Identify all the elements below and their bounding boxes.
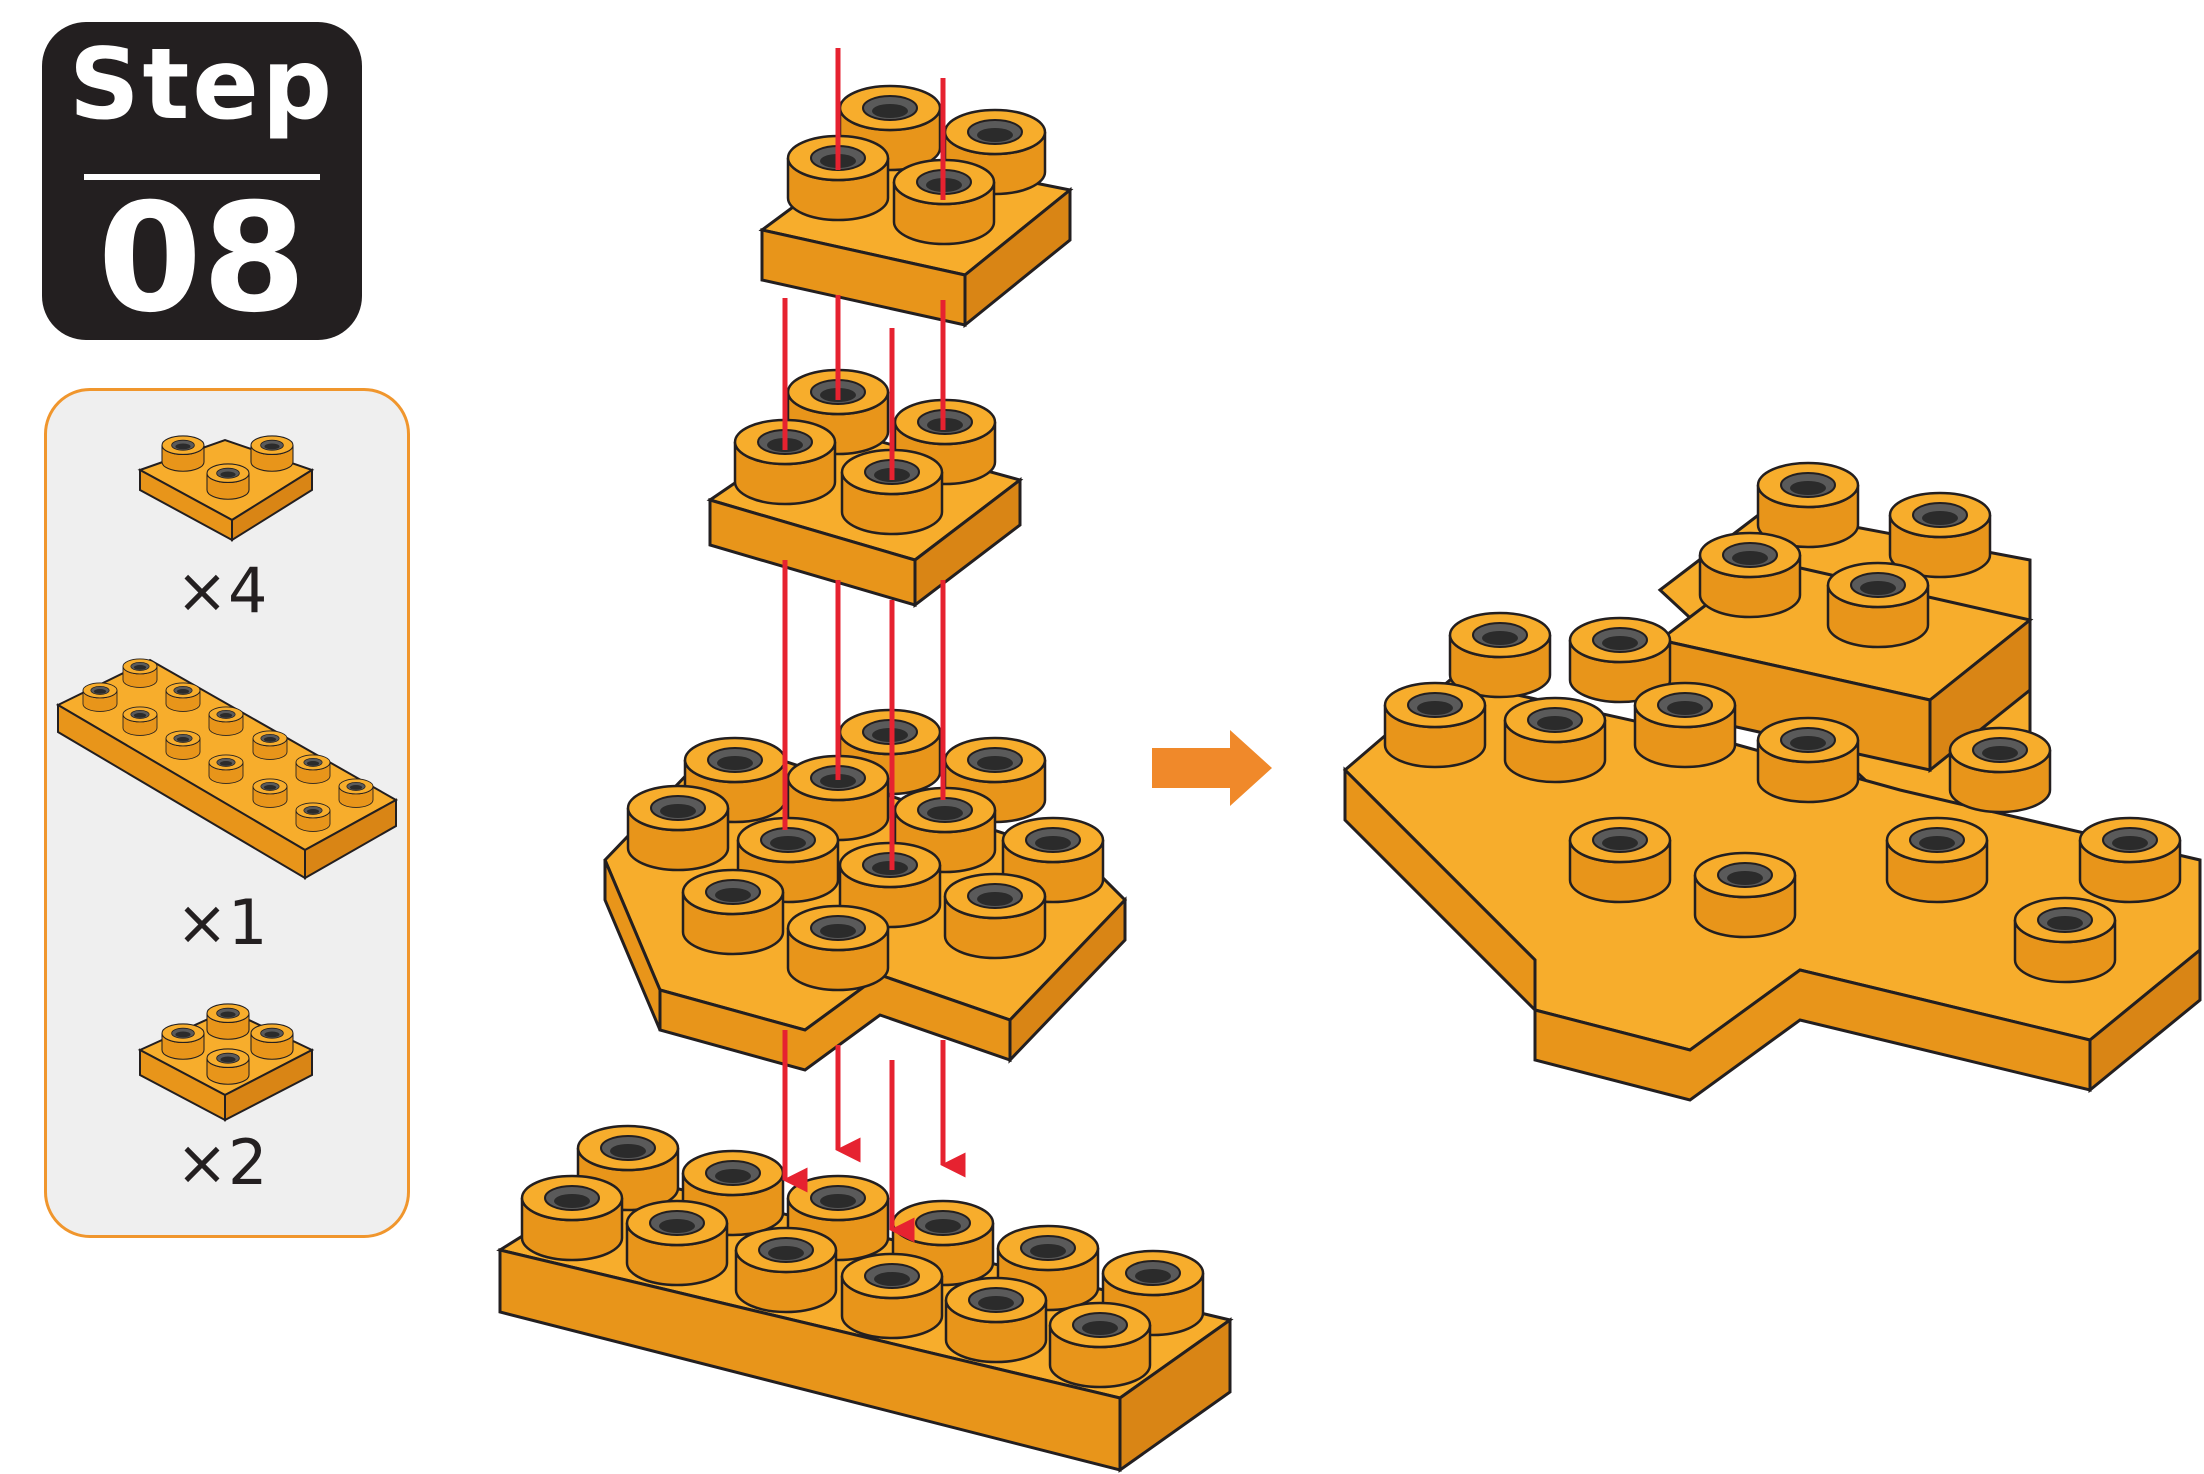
part-icon-corner-plate [137, 435, 315, 542]
part-quantity-plate-2x6: ×1 [176, 886, 268, 959]
assembled-model [1342, 461, 2202, 1102]
assembly-arrows [782, 48, 966, 1243]
step-number: 08 [97, 172, 307, 346]
plate-2x2-top [758, 84, 1074, 329]
step-label: Step [68, 28, 336, 142]
base-plate-2x6 [496, 1124, 1234, 1473]
part-icon-plate-2x2 [137, 1003, 315, 1122]
corner-plate-cluster [603, 708, 1128, 1072]
plate-2x2-middle [706, 368, 1024, 609]
step-badge: Step 08 [42, 22, 362, 340]
part-quantity-corner-plate: ×4 [176, 554, 268, 627]
part-quantity-plate-2x2: ×2 [176, 1126, 268, 1199]
part-icon-plate-2x6 [55, 658, 399, 880]
result-arrow [1152, 730, 1272, 806]
step-divider [84, 174, 320, 180]
